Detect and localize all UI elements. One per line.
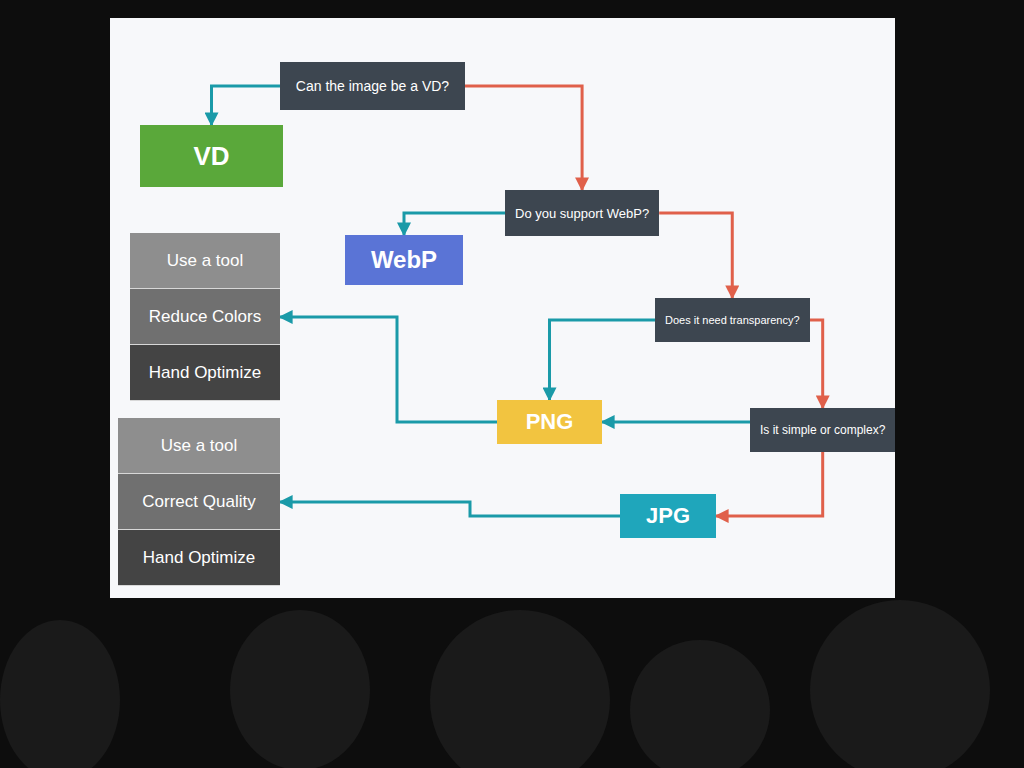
step-box: Reduce Colors: [130, 289, 280, 345]
result-box: PNG: [497, 400, 602, 444]
node-label: PNG: [526, 409, 574, 435]
audience: [0, 600, 990, 768]
flow-arrow: [280, 317, 497, 422]
node-label: Hand Optimize: [143, 548, 255, 568]
flow-arrow: [602, 421, 750, 424]
flow-arrow: [716, 452, 823, 516]
head: [430, 610, 610, 768]
node-label: Is it simple or complex?: [760, 423, 885, 437]
node-label: Does it need transparency?: [665, 314, 800, 326]
step-box: Hand Optimize: [130, 345, 280, 401]
decision-box: Do you support WebP?: [505, 190, 659, 236]
flow-arrow: [212, 86, 281, 125]
head: [630, 640, 770, 768]
flow-arrow: [280, 502, 620, 516]
node-label: Correct Quality: [142, 492, 255, 512]
step-box: Use a tool: [118, 418, 280, 474]
node-label: WebP: [371, 246, 437, 274]
decision-box: Can the image be a VD?: [280, 62, 465, 110]
step-box: Use a tool: [130, 233, 280, 289]
node-label: Use a tool: [161, 436, 238, 456]
head: [230, 610, 370, 768]
step-box: Correct Quality: [118, 474, 280, 530]
result-box: JPG: [620, 494, 716, 538]
result-box: VD: [140, 125, 283, 187]
head: [0, 620, 120, 768]
flow-arrow: [465, 86, 582, 190]
head: [810, 600, 990, 768]
node-label: JPG: [646, 503, 690, 529]
flow-arrow: [810, 320, 823, 408]
flow-arrow: [404, 213, 505, 235]
decision-box: Is it simple or complex?: [750, 408, 895, 452]
slide: [110, 18, 895, 598]
decision-box: Does it need transparency?: [655, 298, 810, 342]
node-label: Can the image be a VD?: [296, 78, 449, 94]
step-box: Hand Optimize: [118, 530, 280, 586]
flow-arrow: [659, 213, 732, 298]
node-label: Use a tool: [167, 251, 244, 271]
node-label: Do you support WebP?: [515, 206, 649, 221]
node-label: VD: [193, 141, 229, 172]
flow-arrow: [550, 320, 656, 400]
node-label: Hand Optimize: [149, 363, 261, 383]
node-label: Reduce Colors: [149, 307, 261, 327]
result-box: WebP: [345, 235, 463, 285]
